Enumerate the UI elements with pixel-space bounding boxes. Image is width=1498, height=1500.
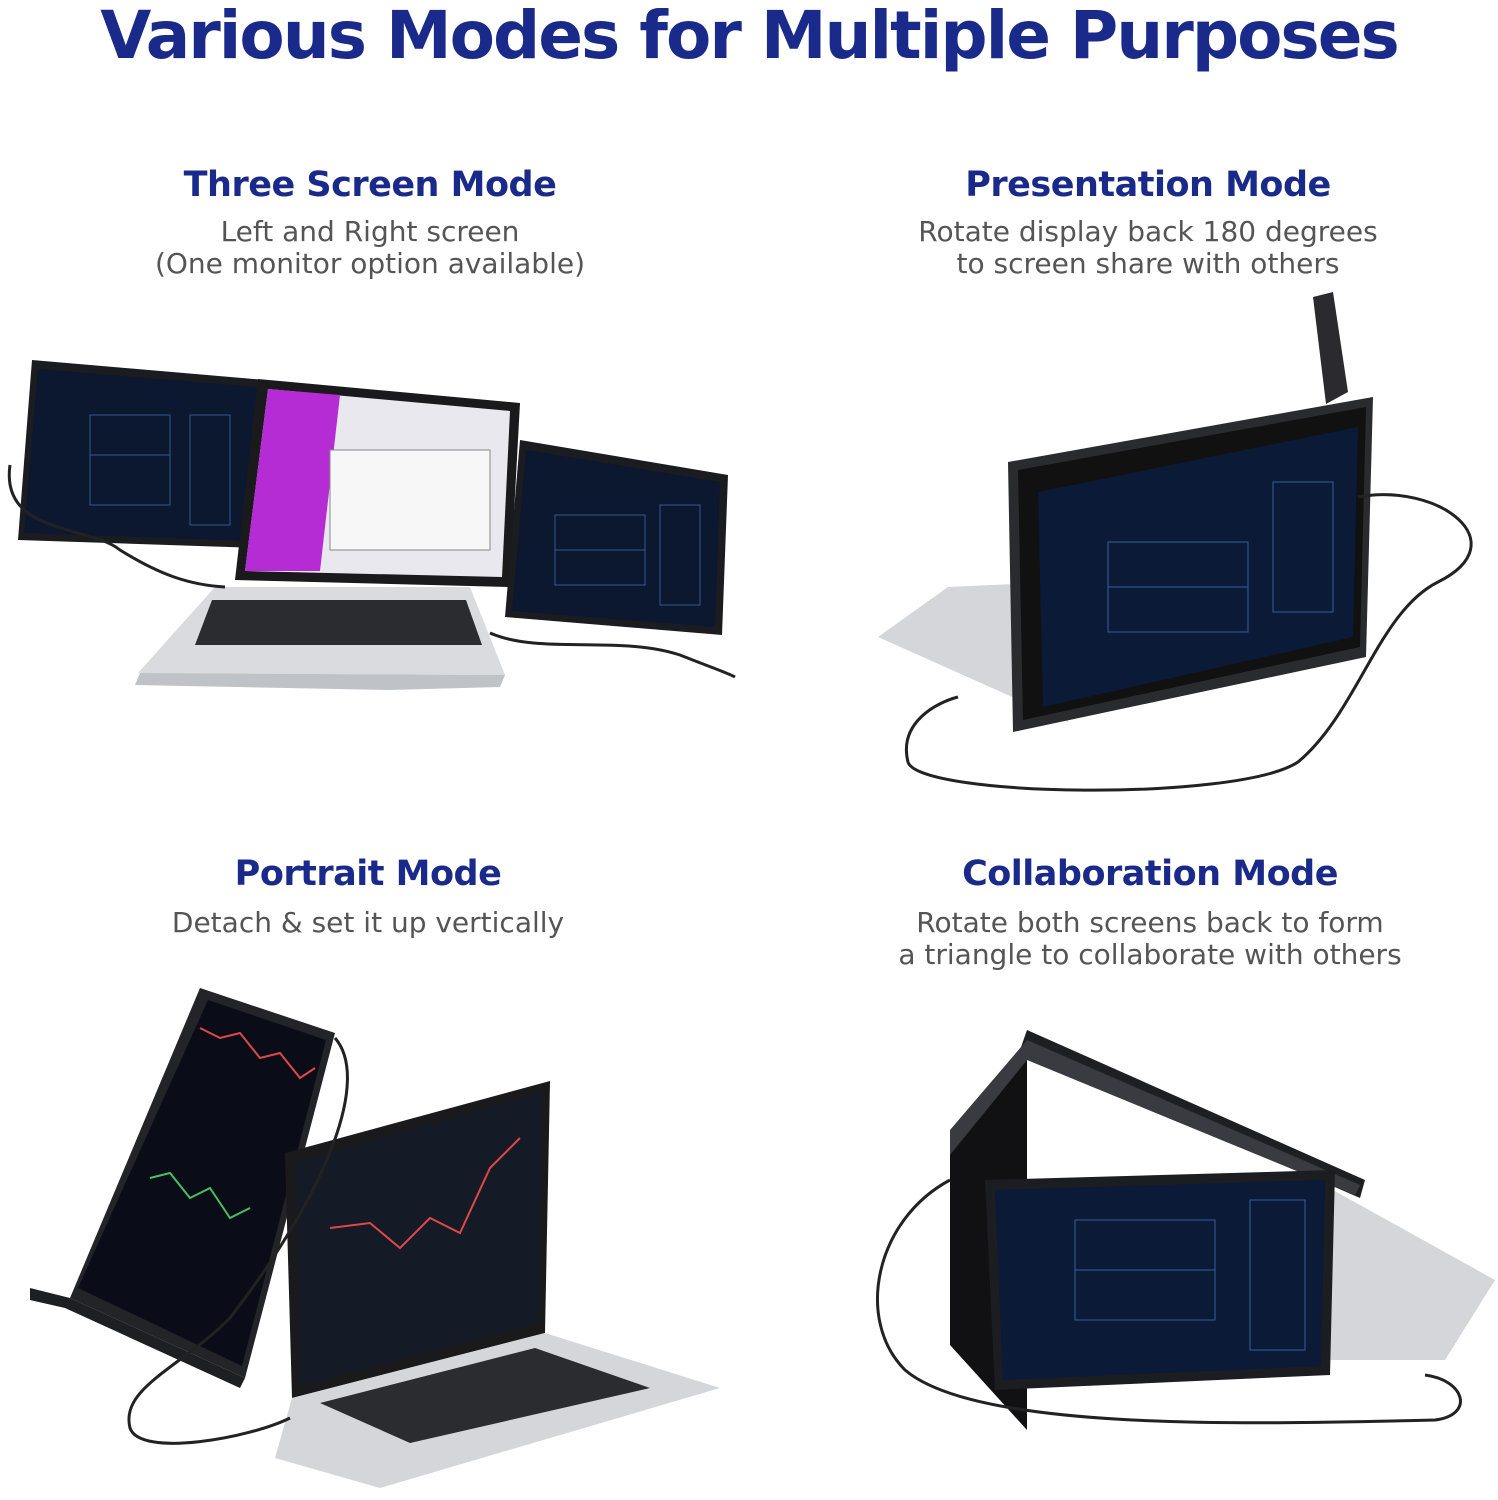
collaboration-mode-description: Rotate both screens back to form a trian… [898,906,1402,971]
presentation-mode-description: Rotate display back 180 degrees to scree… [918,215,1378,280]
three-screen-mode-title: Three Screen Mode [183,165,557,205]
portrait-mode-description: Detach & set it up vertically [171,906,565,939]
three-screen-mode-description: Left and Right screen (One monitor optio… [154,215,586,280]
page-title: Various Modes for Multiple Purposes [100,0,1400,74]
collaboration-monitor-illustration [855,1030,1495,1480]
presentation-monitor-illustration [878,292,1493,802]
portrait-monitor-illustration [30,988,730,1488]
portrait-mode-title: Portrait Mode [234,854,502,894]
presentation-mode-title: Presentation Mode [965,165,1331,205]
three-screen-laptop-illustration [0,355,740,700]
collaboration-mode-title: Collaboration Mode [962,854,1338,894]
